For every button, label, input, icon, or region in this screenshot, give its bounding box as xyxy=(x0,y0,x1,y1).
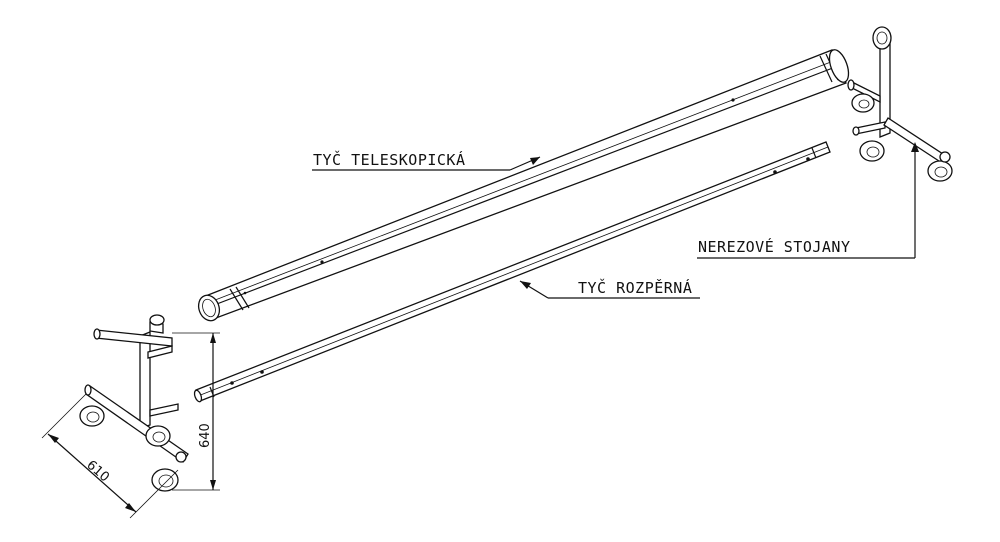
dimension-width xyxy=(41,393,179,519)
label-spreader-bar: TYČ ROZPĚRNÁ xyxy=(578,278,692,297)
leader-stands xyxy=(697,142,919,259)
stand-left xyxy=(79,314,189,492)
dimension-width-value: 610 xyxy=(83,458,112,486)
dimension-height-value: 640 xyxy=(198,423,213,448)
leader-spreader xyxy=(519,280,700,299)
spreader-bar xyxy=(193,141,831,403)
label-telescopic-bar: TYČ TELESKOPICKÁ xyxy=(313,150,466,169)
telescopic-bar xyxy=(197,49,850,322)
label-stainless-stands: NEREZOVÉ STOJANY xyxy=(698,237,851,256)
leader-telescopic xyxy=(312,156,541,171)
stand-right xyxy=(847,26,953,182)
dimension-height xyxy=(172,332,220,491)
